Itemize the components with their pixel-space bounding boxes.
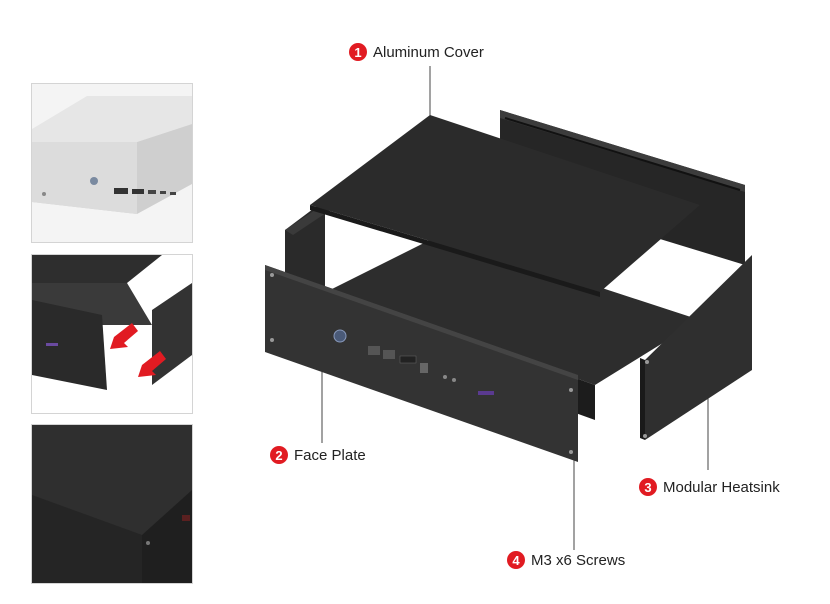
lan-port-icon <box>383 350 395 359</box>
callout-label: M3 x6 Screws <box>531 551 626 569</box>
thumbnail-heatsink-slide <box>31 254 193 414</box>
usb-port-icon <box>420 363 428 373</box>
callout-label: Modular Heatsink <box>663 478 780 496</box>
face-plate-panel <box>265 265 578 462</box>
thumbnail-silver-chassis <box>31 83 193 243</box>
callout-number-badge: 2 <box>270 446 288 464</box>
callout-m3-screws: 4 M3 x6 Screws <box>507 551 625 569</box>
thumbnail-assembled-chassis <box>31 424 193 584</box>
callout-label: Aluminum Cover <box>373 43 484 61</box>
audio-jack-icon <box>443 375 447 379</box>
audio-jack-icon <box>452 378 456 382</box>
power-button-icon <box>333 329 347 343</box>
heatsink-slide-image <box>32 255 192 413</box>
assembled-chassis-image <box>32 425 192 583</box>
callout-number-badge: 1 <box>349 43 367 61</box>
callout-face-plate: 2 Face Plate <box>270 446 366 464</box>
callout-label: Face Plate <box>294 446 366 464</box>
callout-number-badge: 3 <box>639 478 657 496</box>
modular-heatsink-panel <box>640 255 752 440</box>
callout-modular-heatsink: 3 Modular Heatsink <box>639 478 780 496</box>
serial-port-icon <box>399 355 417 364</box>
aluminum-cover-panel <box>310 115 700 297</box>
indicator-strip <box>478 391 494 395</box>
callout-aluminum-cover: 1 Aluminum Cover <box>349 43 484 61</box>
callout-number-badge: 4 <box>507 551 525 569</box>
silver-chassis-image <box>32 84 192 242</box>
lan-port-icon <box>368 346 380 355</box>
